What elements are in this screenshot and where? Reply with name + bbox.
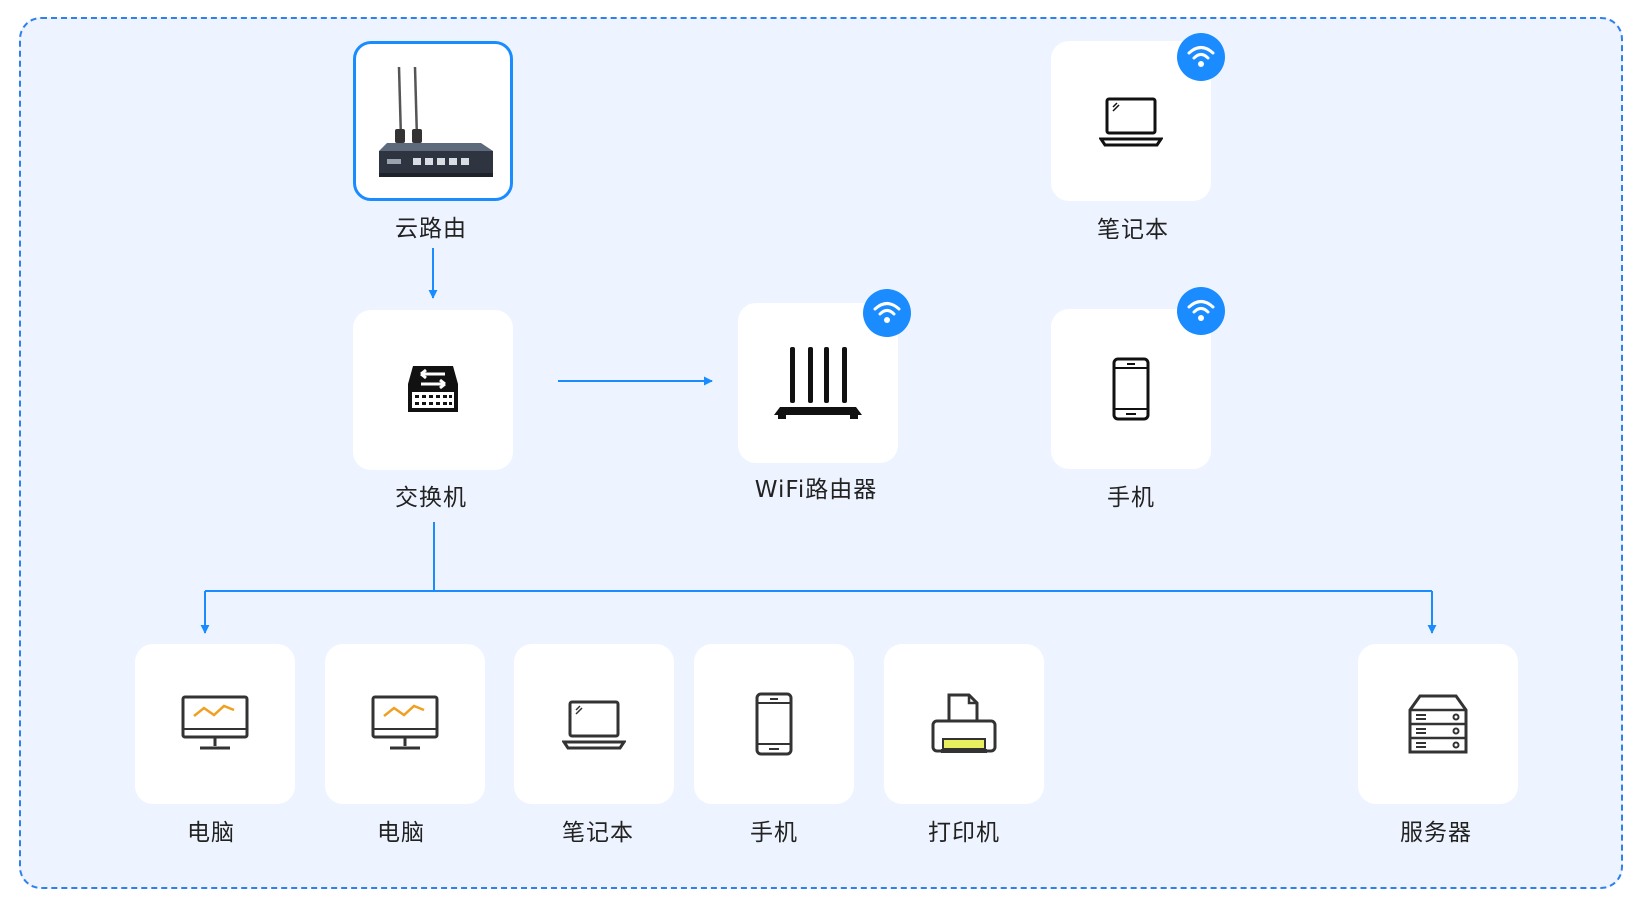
laptop-icon [562, 700, 626, 750]
computer-label-2: 电脑 [377, 820, 425, 846]
wireless-phone-badge [1177, 287, 1225, 335]
monitor-icon [181, 695, 249, 750]
wifi-icon [1187, 46, 1215, 67]
printer-label: 打印机 [928, 820, 1000, 846]
wireless-laptop-label: 笔记本 [1097, 217, 1169, 243]
computer-label-1: 电脑 [187, 820, 235, 846]
monitor-icon [371, 695, 439, 750]
switch-card[interactable] [353, 310, 513, 470]
wifi-icon [1187, 300, 1215, 321]
wired-laptop-card[interactable] [514, 644, 674, 804]
wired-phone-card[interactable] [694, 644, 854, 804]
server-card[interactable] [1358, 644, 1518, 804]
wifi-router-badge [863, 289, 911, 337]
server-icon [1408, 694, 1468, 754]
computer-card-1[interactable] [135, 644, 295, 804]
computer-card-2[interactable] [325, 644, 485, 804]
wireless-phone-label: 手机 [1107, 485, 1155, 511]
switch-icon [408, 366, 458, 412]
cloud-router-card[interactable] [353, 41, 513, 201]
cloud-router-label: 云路由 [395, 216, 467, 242]
wired-laptop-label: 笔记本 [562, 820, 634, 846]
wired-phone-label: 手机 [750, 820, 798, 846]
switch-label: 交换机 [395, 485, 467, 511]
server-label: 服务器 [1400, 820, 1472, 846]
wireless-laptop-badge [1177, 33, 1225, 81]
printer-icon [931, 693, 997, 753]
phone-icon [1112, 357, 1150, 421]
wifi-router-card[interactable] [738, 303, 898, 463]
phone-icon [755, 692, 793, 756]
wifi-icon [873, 302, 901, 323]
wifi-router-label: WiFi路由器 [754, 477, 878, 503]
cloud-router-photo [379, 66, 493, 177]
wireless-phone-card[interactable] [1051, 309, 1211, 469]
laptop-icon [1099, 97, 1163, 147]
printer-card[interactable] [884, 644, 1044, 804]
wifi-router-icon [774, 347, 862, 419]
